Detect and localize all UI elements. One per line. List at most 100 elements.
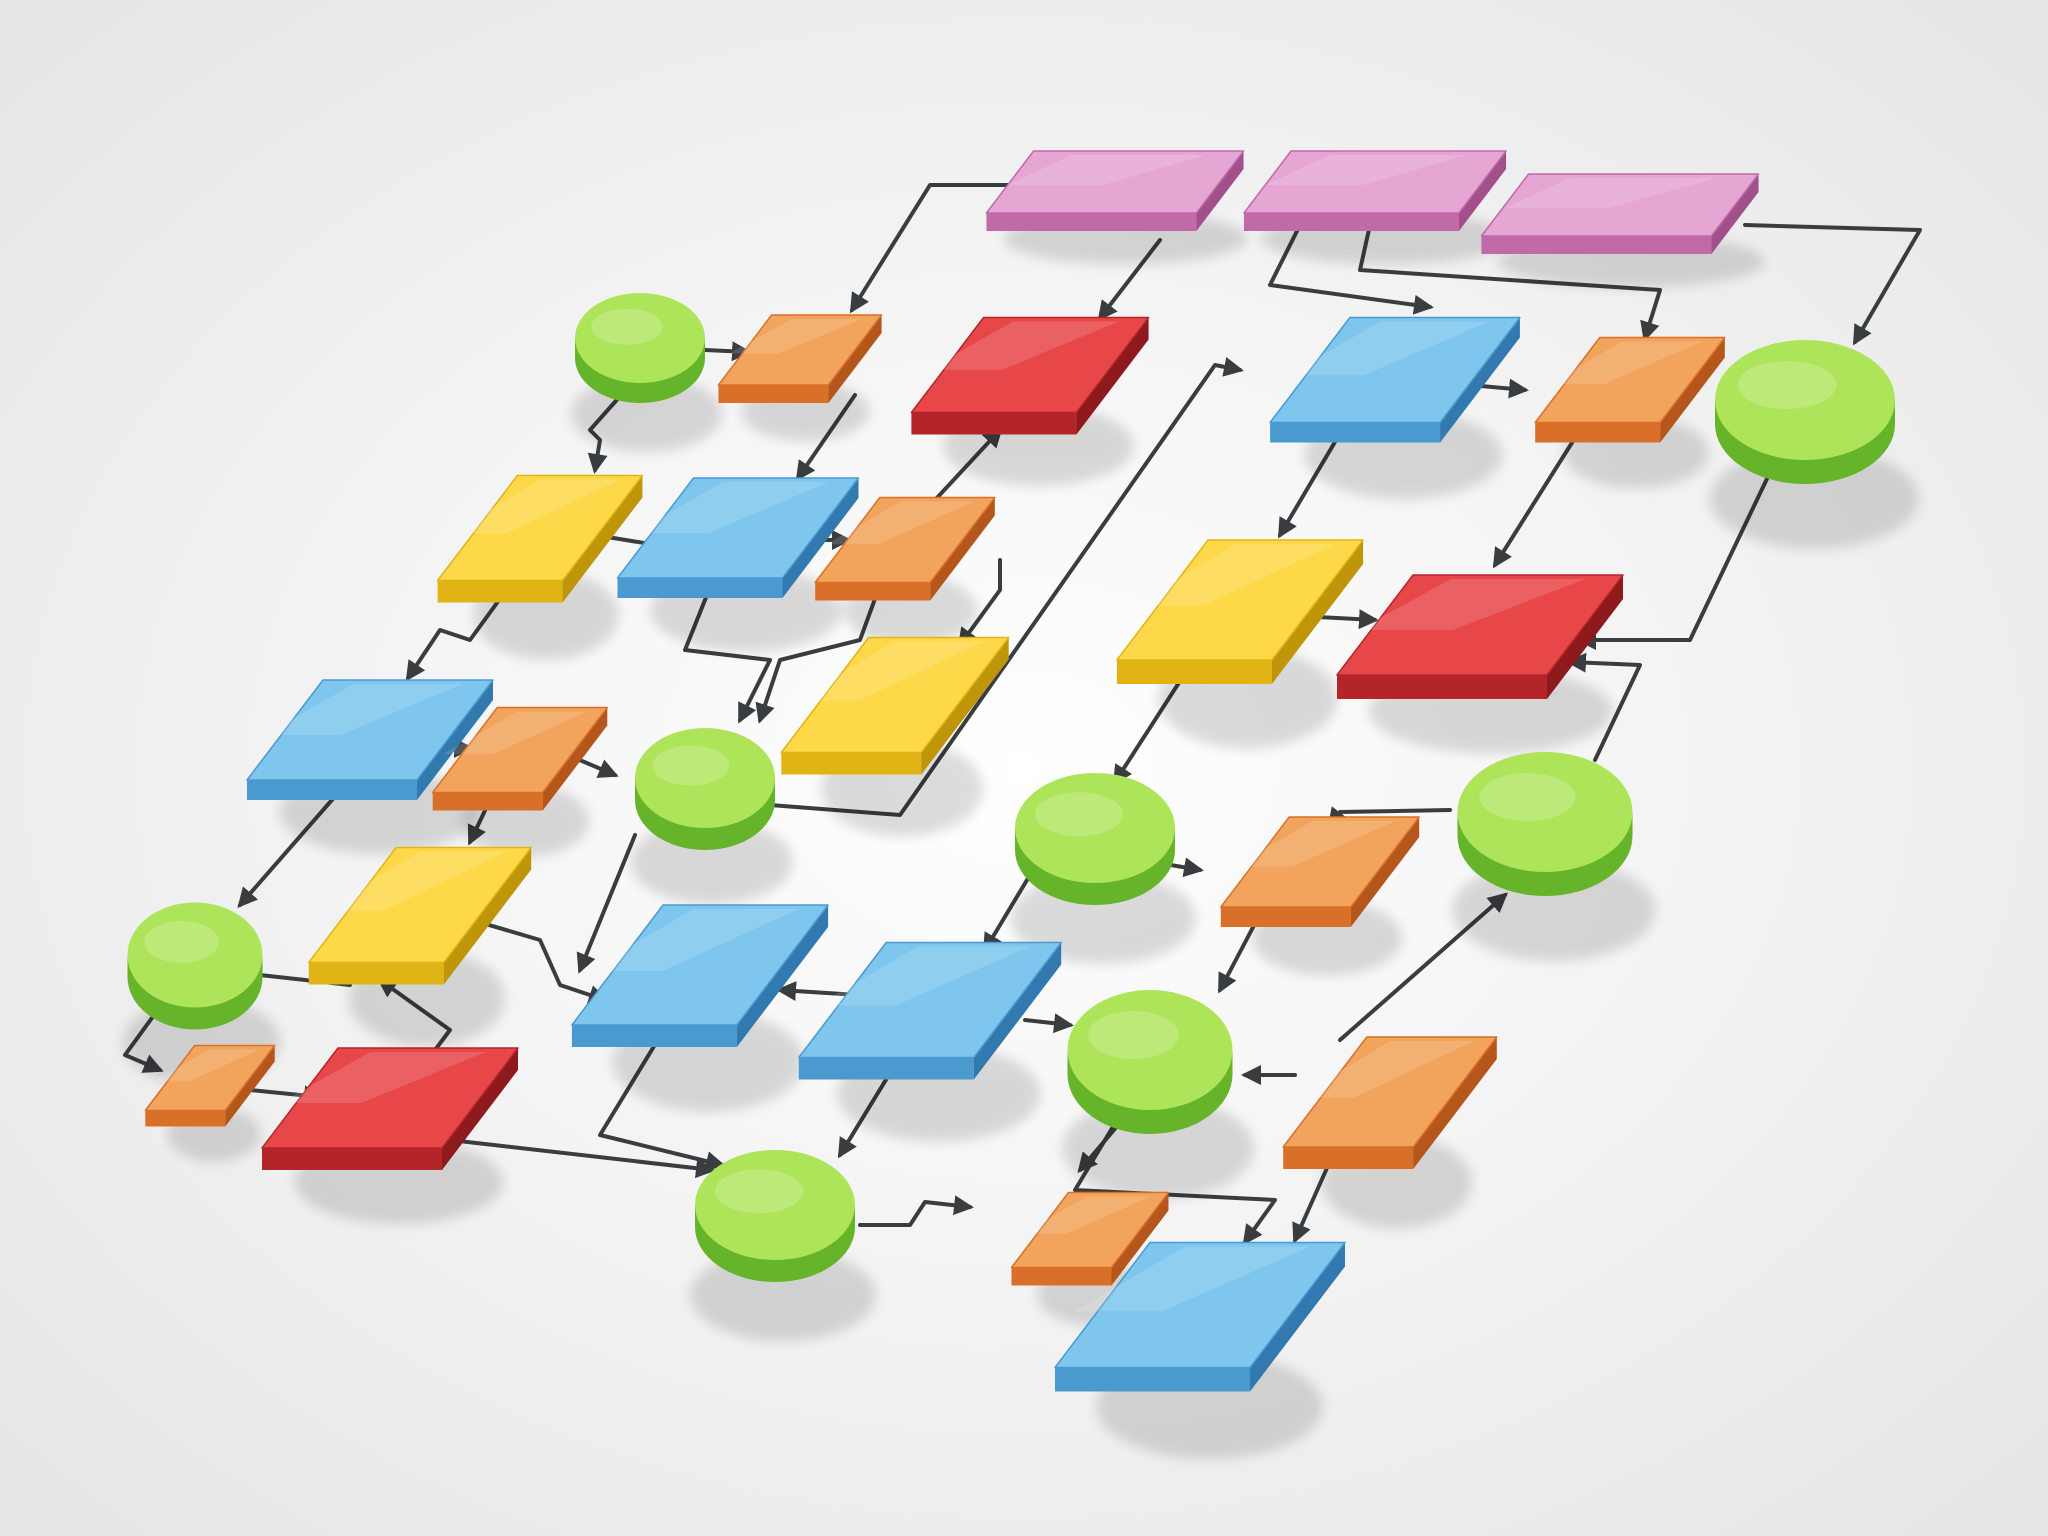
node-top-b2 [616, 477, 860, 579]
node-front-o1 [718, 385, 829, 403]
node-right-b1 [1440, 317, 1520, 443]
node-right-b2 [782, 478, 859, 598]
node-right-y2 [1271, 540, 1364, 684]
node-layer [127, 150, 1895, 1392]
node-front-o3 [815, 582, 931, 601]
connector-o3-y3 [957, 558, 1002, 649]
node-front-b5 [798, 1057, 974, 1080]
node-orange-box-o7 [1010, 1191, 1170, 1286]
node-front-b4 [571, 1025, 737, 1047]
node-top-o3 [814, 496, 996, 584]
node-highlight-g2 [1737, 361, 1837, 409]
node-highlight-r2 [1358, 579, 1586, 630]
node-highlight-g4 [1035, 792, 1123, 837]
connector-b5-b4 [776, 981, 860, 1002]
node-green-circle-g4 [1015, 773, 1175, 905]
node-top-b3 [246, 679, 494, 781]
node-front-b3 [247, 780, 417, 800]
node-front-y4 [308, 962, 444, 985]
node-front-b2 [617, 578, 783, 598]
node-green-circle-g1 [575, 293, 705, 403]
node-top-y4 [308, 846, 532, 964]
node-highlight-p1 [1007, 155, 1206, 186]
node-right-y4 [443, 847, 532, 985]
node-right-o1 [828, 315, 882, 403]
connector-p3-g2 [1743, 223, 1922, 346]
node-blue-box-b4 [571, 904, 829, 1047]
node-top-o6 [144, 1044, 276, 1112]
node-top-g2 [1715, 340, 1895, 460]
node-top-g7 [1067, 990, 1233, 1110]
node-right-b6 [1250, 1242, 1345, 1392]
node-front-o4 [432, 792, 543, 811]
node-green-circle-g2 [1715, 340, 1895, 484]
node-orange-box-o6 [144, 1044, 276, 1127]
node-highlight-r1 [927, 321, 1119, 370]
node-top-o8 [1282, 1036, 1498, 1148]
node-right-o7 [1111, 1192, 1169, 1286]
node-right-b5 [973, 942, 1062, 1080]
node-front-o2 [1535, 422, 1661, 443]
node-front-o6 [145, 1110, 226, 1127]
node-highlight-g3 [652, 745, 730, 786]
node-green-circle-g6 [127, 902, 263, 1030]
connector-y4-b4 [453, 913, 609, 1005]
node-front-o8 [1283, 1147, 1414, 1169]
node-top-b4 [571, 904, 829, 1026]
node-top-r2 [1336, 574, 1624, 676]
connector-g5-r2 [1566, 652, 1642, 762]
node-highlight-o6 [153, 1049, 261, 1082]
node-top-g1 [575, 293, 705, 383]
node-right-o3 [930, 497, 995, 601]
node-highlight-o8 [1296, 1041, 1474, 1098]
node-top-p1 [985, 150, 1245, 214]
node-right-y1 [562, 475, 643, 603]
node-highlight-p2 [1265, 155, 1468, 186]
node-red-box-r1 [910, 316, 1150, 435]
node-front-p3 [1481, 236, 1712, 254]
node-orange-box-o5 [1220, 816, 1420, 927]
node-top-o4 [431, 706, 609, 794]
node-highlight-y2 [1132, 544, 1336, 606]
node-right-o8 [1413, 1037, 1497, 1169]
node-top-g5 [1457, 752, 1633, 872]
node-front-r2 [1337, 675, 1547, 699]
node-red-box-r3 [261, 1047, 519, 1170]
node-green-circle-g8 [695, 1150, 855, 1282]
node-blue-box-b6 [1054, 1241, 1346, 1392]
node-right-b3 [417, 680, 493, 800]
node-highlight-p3 [1504, 178, 1718, 209]
node-front-r3 [262, 1148, 442, 1170]
node-top-o1 [717, 314, 883, 386]
node-top-o5 [1220, 816, 1420, 908]
node-right-p1 [1196, 151, 1244, 231]
node-highlight-y1 [450, 479, 620, 534]
node-highlight-b6 [1074, 1246, 1310, 1312]
node-front-o5 [1220, 907, 1351, 927]
node-red-box-r2 [1336, 574, 1624, 699]
node-top-y2 [1116, 539, 1364, 661]
node-right-r3 [442, 1048, 518, 1170]
node-top-g3 [635, 728, 775, 828]
node-top-g8 [695, 1150, 855, 1260]
node-highlight-b4 [588, 909, 799, 971]
node-right-y3 [921, 637, 1009, 775]
node-top-g6 [127, 902, 263, 1008]
node-top-r3 [261, 1047, 519, 1149]
node-top-b1 [1269, 316, 1521, 424]
node-front-p2 [1243, 213, 1459, 231]
node-pink-box-p3 [1480, 173, 1760, 254]
node-right-r2 [1547, 575, 1623, 699]
node-highlight-b5 [816, 946, 1030, 1006]
node-front-p1 [986, 213, 1197, 231]
node-right-p2 [1458, 151, 1507, 231]
node-front-b6 [1055, 1367, 1250, 1392]
connector-g1-o1 [703, 341, 752, 362]
node-highlight-g6 [144, 920, 219, 963]
node-right-o2 [1660, 337, 1725, 443]
node-highlight-b3 [264, 684, 463, 735]
node-yellow-box-y4 [308, 846, 532, 985]
node-highlight-o7 [1021, 1196, 1151, 1234]
node-orange-box-o1 [717, 314, 883, 403]
